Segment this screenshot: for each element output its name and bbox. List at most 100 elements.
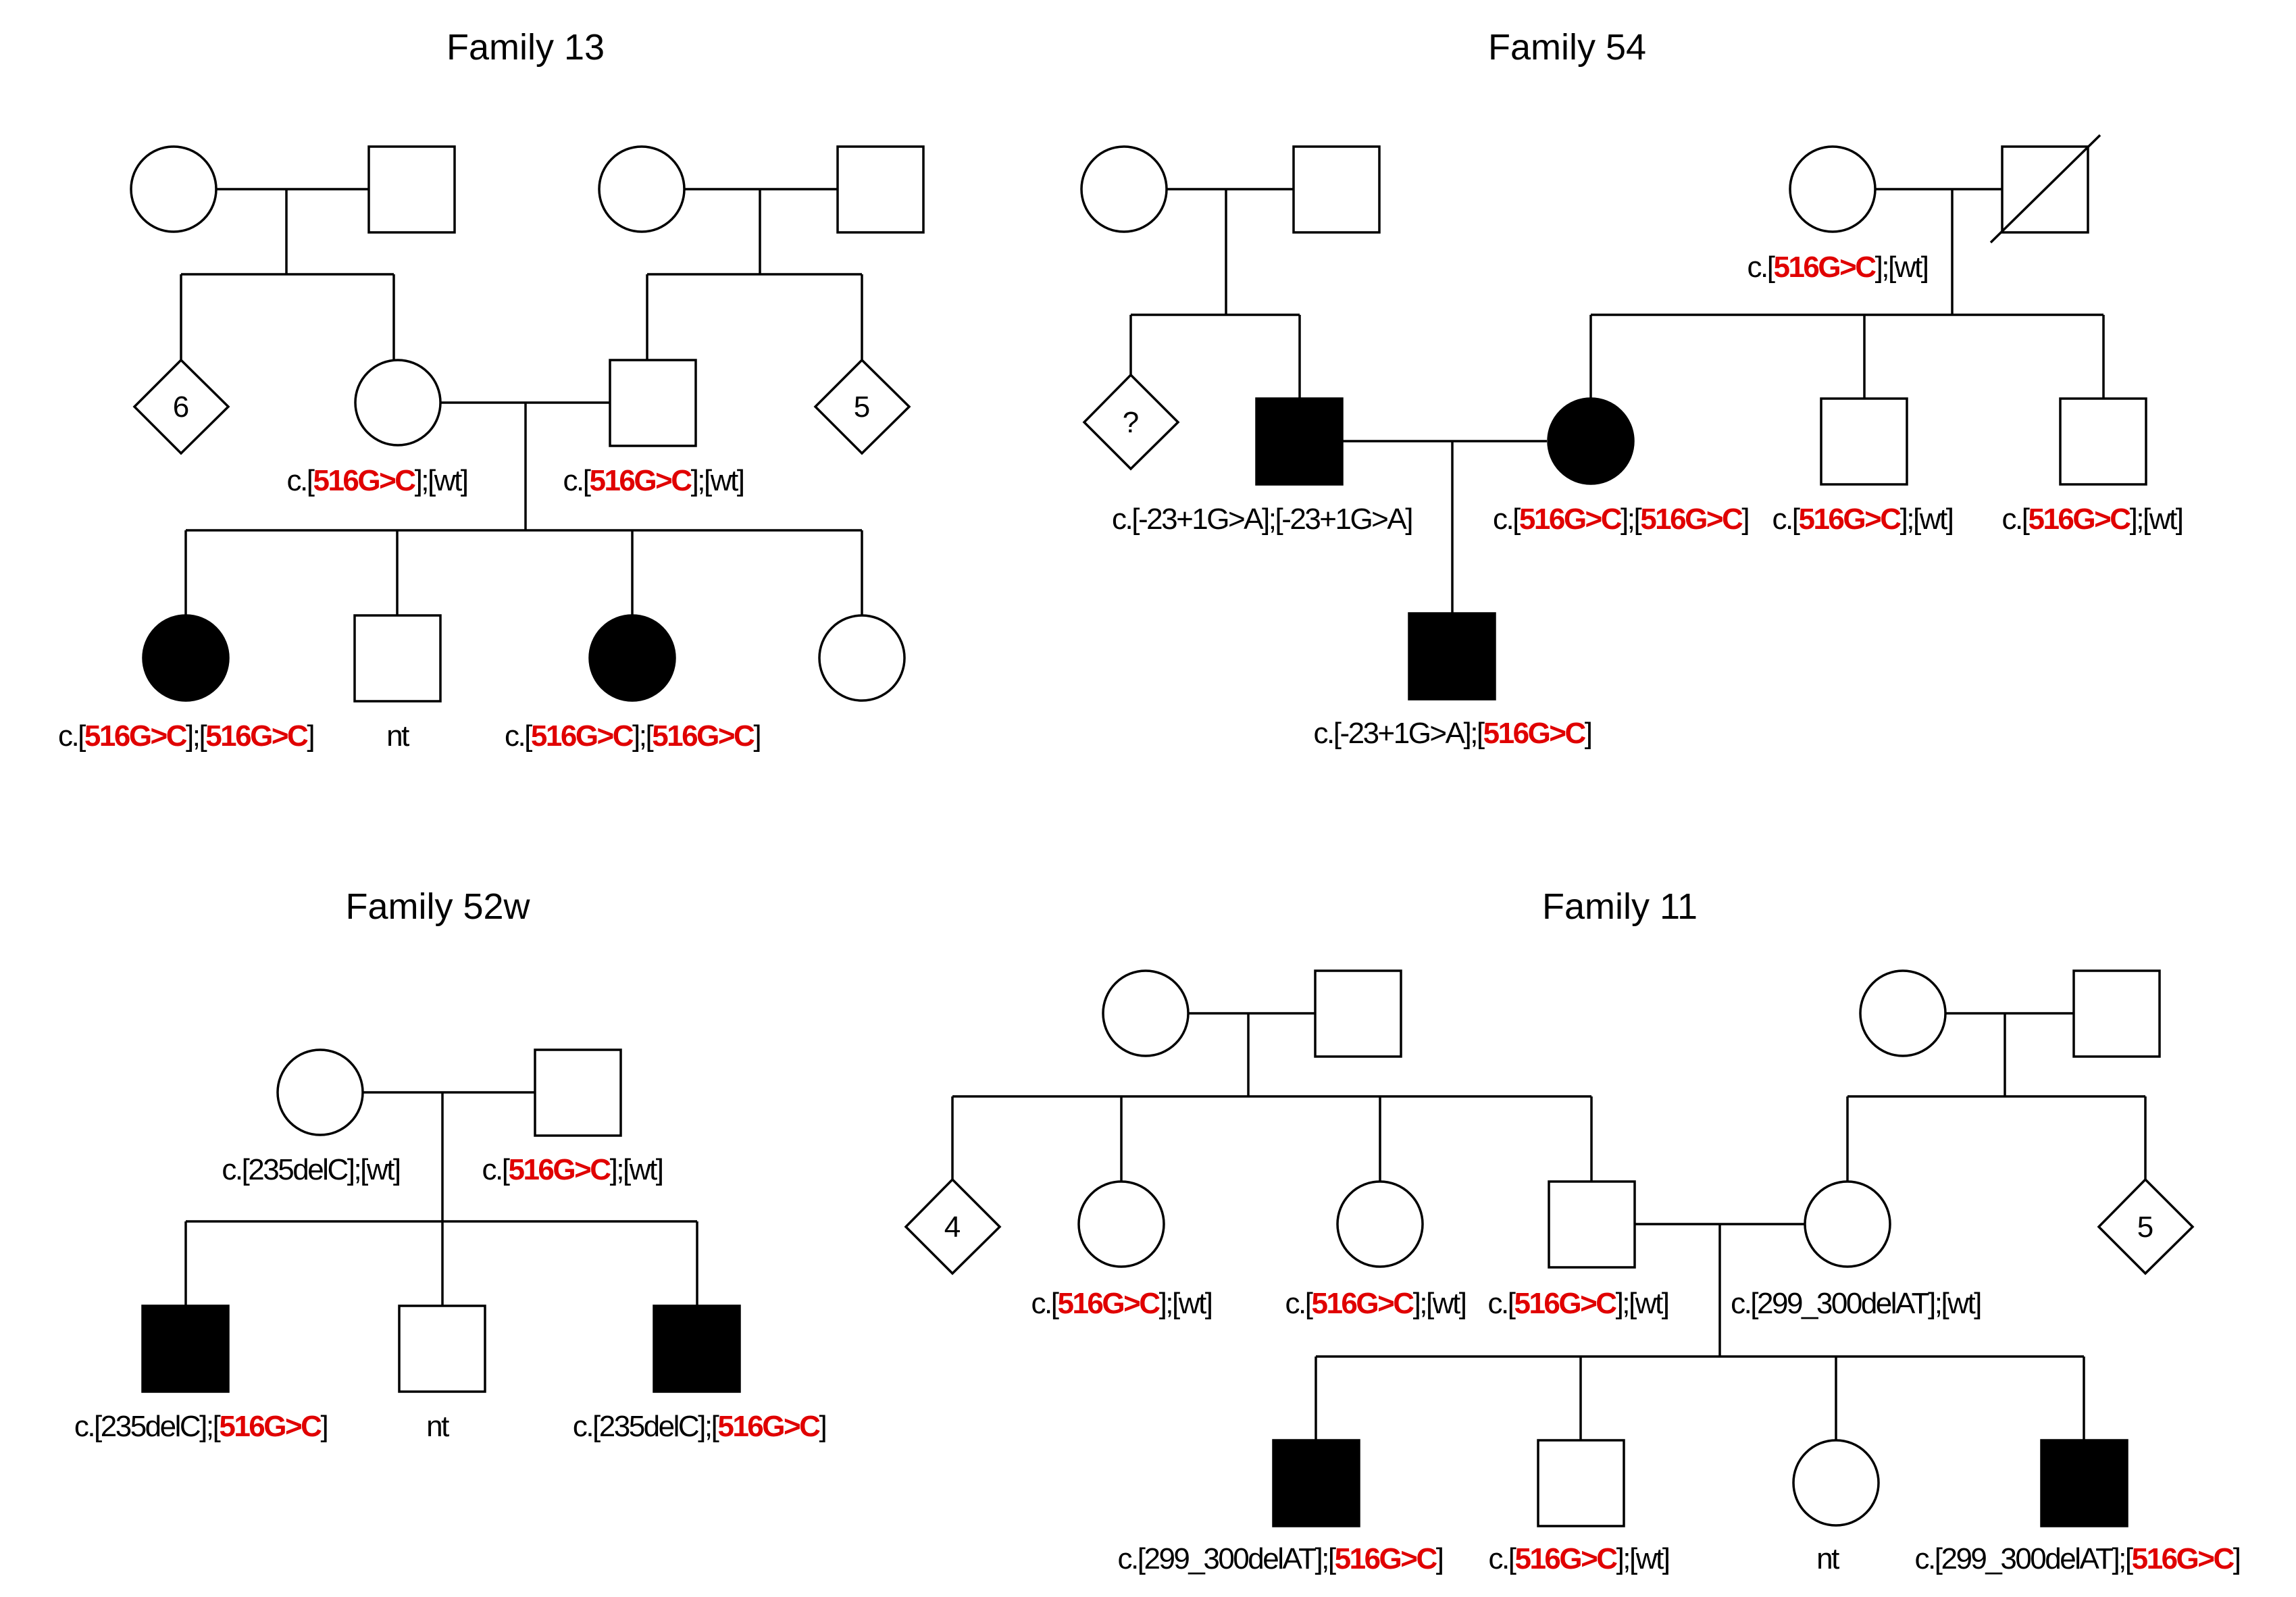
male-unaffected [2072,969,2161,1058]
genotype-text: c.[ [1493,503,1521,536]
genotype-label: c.[516G>C];[wt] [1488,1287,1668,1320]
genotype-text: c.[ [505,719,532,753]
genotype-text: ] [307,719,313,753]
sibship-count-diamond [1082,373,1180,471]
sibship-count-diamond [132,358,230,455]
mutation-text: 516G>C [219,1410,322,1443]
male-unaffected [1292,145,1381,234]
genotype-label: c.[516G>C];[wt] [1772,503,1953,536]
genotype-label: nt [426,1410,449,1443]
male-unaffected [1314,969,1402,1058]
genotype-label: c.[-23+1G>A];[516G>C] [1314,717,1591,750]
male-carrier [609,359,697,447]
genotype-text: c.[235delC];[ [74,1410,221,1443]
genotype-text: ];[ [186,719,207,753]
genotype-text: ] [753,719,760,753]
female-unaffected [1080,145,1168,233]
genotype-text: c.[ [1031,1287,1059,1320]
mutation-text: 516G>C [531,719,634,753]
genotype-label: c.[516G>C];[wt] [287,464,467,497]
family-title: Family 13 [447,27,605,68]
genotype-text: nt [1816,1542,1839,1575]
mutation-text: 516G>C [1514,1287,1616,1320]
deceased-slash [1989,134,2101,244]
mutation-text: 516G>C [1773,251,1876,284]
sibship-count-diamond [813,358,911,455]
genotype-text: ];[ [1621,503,1641,536]
male-affected [1408,612,1496,701]
sibship-count: 5 [854,390,870,424]
genotype-label: c.[516G>C];[516G>C] [1493,503,1748,536]
genotype-label: c.[235delC];[516G>C] [74,1410,328,1443]
female-carrier [276,1048,364,1136]
genotype-text: ];[wt] [2130,503,2183,536]
female-unaffected [818,614,906,702]
sibship-count: 5 [2137,1211,2153,1244]
genotype-label: c.[516G>C];[wt] [482,1153,663,1186]
genotype-label: nt [1816,1542,1839,1575]
male-affected [2040,1439,2128,1527]
genotype-label: c.[299_300delAT];[516G>C] [1118,1542,1443,1575]
genotype-text: ];[wt] [1159,1287,1212,1320]
female-carrier [1789,145,1877,233]
female-unaffected [1859,969,1947,1057]
genotype-text: nt [386,719,409,753]
genotype-label: c.[516G>C];[wt] [1489,1542,1669,1575]
genotype-text: ] [320,1410,327,1443]
male-affected [141,1304,230,1393]
mutation-text: 516G>C [2132,1542,2235,1575]
genotype-text: c.[-23+1G>A];[-23+1G>A] [1112,503,1412,536]
genotype-text: c.[235delC];[wt] [222,1153,400,1186]
family-title: Family 11 [1542,886,1698,927]
genotype-label: c.[-23+1G>A];[-23+1G>A] [1112,503,1412,536]
genotype-label: c.[516G>C];[wt] [2002,503,2183,536]
genotype-label: c.[516G>C];[wt] [1031,1287,1212,1320]
genotype-label: c.[516G>C];[516G>C] [505,719,760,753]
family-13: Family 13 6 5 c.[516G>C] [58,27,925,753]
genotype-text: c.[ [58,719,86,753]
genotype-text: c.[235delC];[ [573,1410,719,1443]
male-unaffected [836,145,925,234]
sibship-count: ? [1123,406,1139,439]
mutation-text: 516G>C [2028,503,2131,536]
mutation-text: 516G>C [84,719,187,753]
genotype-text: c.[ [563,464,591,497]
female-unaffected [598,145,686,233]
genotype-text: ];[ [632,719,653,753]
female-carrier [1804,1180,1891,1268]
mutation-text: 516G>C [1640,503,1743,536]
family-title: Family 54 [1488,27,1646,68]
genotype-label: c.[516G>C];[wt] [563,464,744,497]
female-unaffected [1102,969,1190,1057]
genotype-label: c.[299_300delAT];[wt] [1731,1287,1981,1320]
mutation-text: 516G>C [1057,1287,1160,1320]
sibship-count: 6 [173,390,189,424]
genotype-text: c.[ [1772,503,1800,536]
genotype-text: ];[wt] [1616,1542,1669,1575]
genotype-label: c.[299_300delAT];[516G>C] [1915,1542,2240,1575]
mutation-text: 516G>C [652,719,755,753]
genotype-text: ] [819,1410,825,1443]
mutation-text: 516G>C [1335,1542,1437,1575]
female-carrier [354,359,442,447]
genotype-text: ];[wt] [1616,1287,1668,1320]
mutation-text: 516G>C [589,464,692,497]
male-carrier [1537,1439,1625,1527]
genotype-label: nt [386,719,409,753]
genotype-text: c.[ [1285,1287,1313,1320]
genotype-text: ] [1585,717,1591,750]
genotype-label: c.[516G>C];[wt] [1285,1287,1466,1320]
female-affected [142,614,230,702]
genotype-text: c.[ [287,464,315,497]
genotype-text: c.[ [1747,251,1775,284]
genotype-label: c.[516G>C];[wt] [1747,251,1928,284]
female-carrier [1336,1180,1424,1268]
genotype-text: ] [1741,503,1748,536]
male-affected [1272,1439,1360,1527]
genotype-text: ];[wt] [610,1153,663,1186]
genotype-text: c.[ [2002,503,2030,536]
female-untested [1792,1439,1880,1527]
male-affected [1255,397,1344,486]
mutation-text: 516G>C [313,464,415,497]
